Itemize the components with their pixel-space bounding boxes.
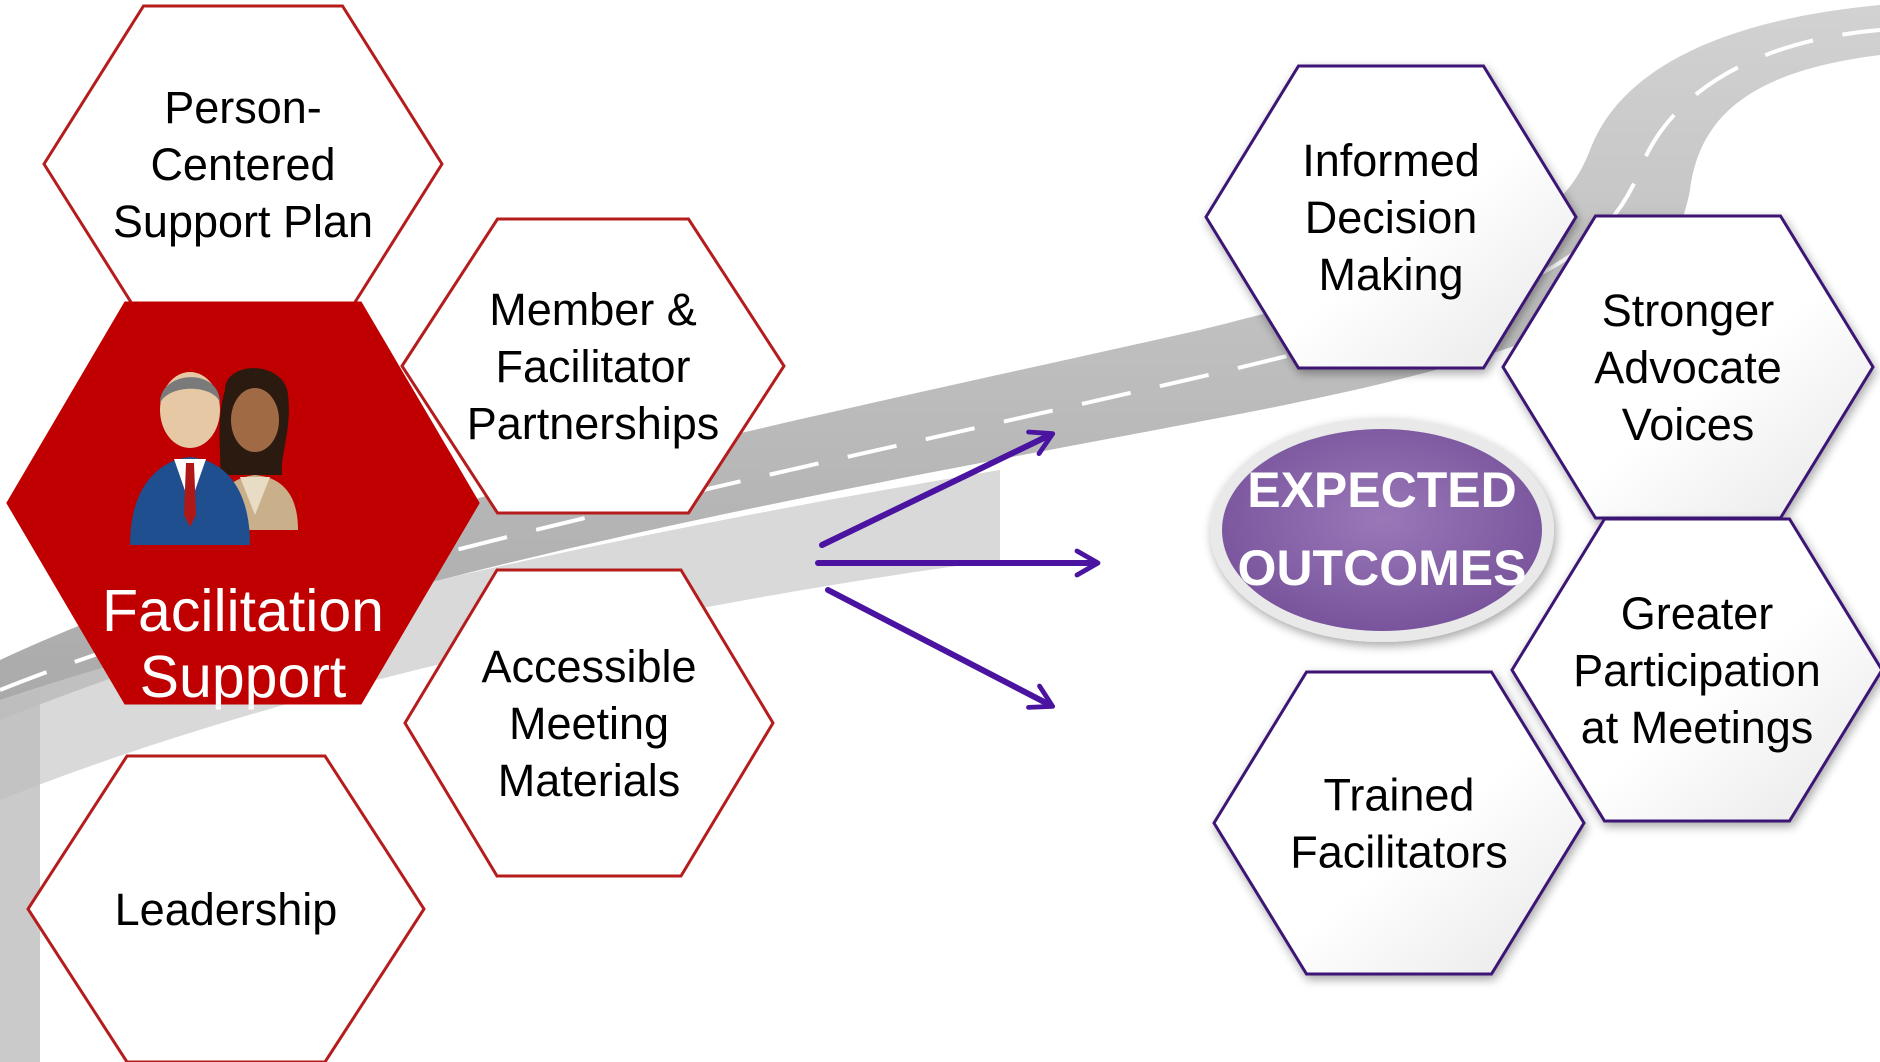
arrow-up <box>819 429 1056 548</box>
label-line: Voices <box>1622 399 1755 450</box>
hexagon-shape <box>26 754 426 1062</box>
hexagon-shape <box>403 568 775 878</box>
hexagon-shape <box>1510 517 1880 823</box>
label-line: Facilitators <box>1290 827 1508 878</box>
label-line: Making <box>1318 249 1463 300</box>
hexagon-shape <box>1501 214 1875 520</box>
label-line: Trained <box>1324 770 1475 821</box>
label-line: at Meetings <box>1581 702 1814 753</box>
road-surface <box>0 5 1880 720</box>
label-line: Informed <box>1302 135 1480 186</box>
label-line: Support Plan <box>113 196 373 247</box>
label-line: Decision <box>1305 192 1478 243</box>
label-line: OUTCOMES <box>1238 540 1527 596</box>
label-line: Facilitation <box>102 578 384 644</box>
expected-outcomes-badge: EXPECTED OUTCOMES <box>1210 418 1554 642</box>
people-icon <box>130 368 298 545</box>
input-hexagon-leadership: Leadership <box>26 754 426 1062</box>
arrow-down <box>825 587 1056 710</box>
label-line: Greater <box>1621 588 1774 639</box>
label-line: Centered <box>150 139 335 190</box>
label-line: Person- <box>164 82 322 133</box>
arrows <box>815 429 1101 710</box>
hexagon-shape <box>400 217 786 515</box>
badge-label: EXPECTED OUTCOMES <box>1238 462 1527 596</box>
label-line: Support <box>140 644 347 710</box>
label-line: Stronger <box>1602 285 1775 336</box>
hexagon-shape <box>1204 64 1578 370</box>
label-line: Meeting <box>509 698 669 749</box>
label-line: Leadership <box>115 884 338 935</box>
label-line: Facilitator <box>495 341 690 392</box>
hexagon-shape <box>1212 670 1586 976</box>
label-line: Accessible <box>481 641 696 692</box>
label-line: Partnerships <box>467 398 720 449</box>
road-left-band <box>0 690 40 1062</box>
hexagon-label: Leadership <box>115 884 338 935</box>
label-line: EXPECTED <box>1247 462 1517 518</box>
label-line: Materials <box>498 755 681 806</box>
label-line: Member & <box>489 284 697 335</box>
label-line: Advocate <box>1594 342 1782 393</box>
label-line: Participation <box>1573 645 1821 696</box>
